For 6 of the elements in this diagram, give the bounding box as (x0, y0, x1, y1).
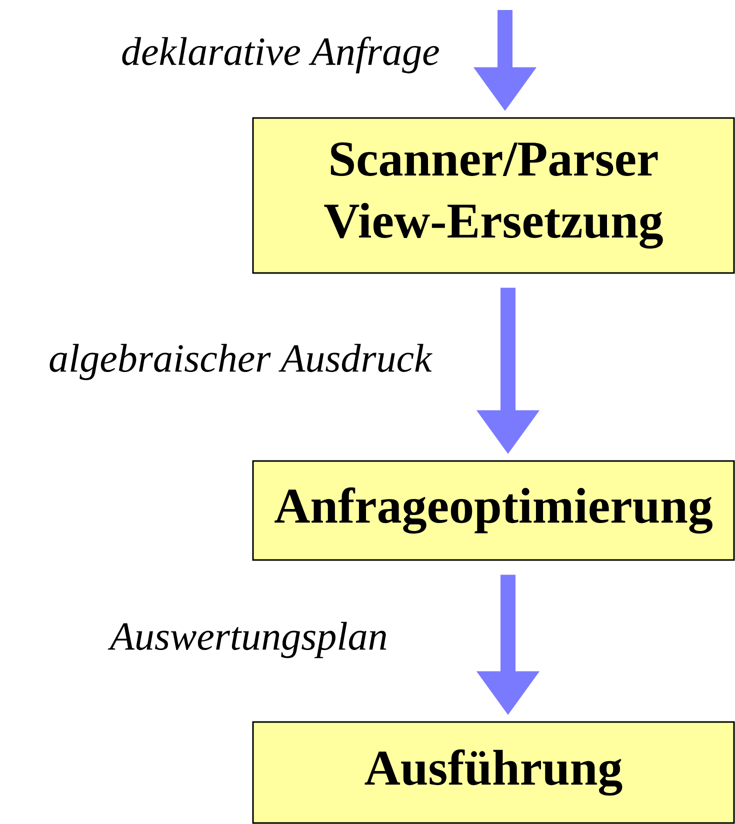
process-box: Scanner/Parser View-Ersetzung (252, 117, 735, 274)
edge-label: algebraischer Ausdruck (50, 344, 432, 380)
process-box: Anfrageoptimierung (252, 460, 735, 561)
process-box: Ausführung (252, 721, 735, 824)
edge-label: Auswertungsplan (108, 622, 386, 658)
edge-label: deklarative Anfrage (122, 36, 439, 74)
